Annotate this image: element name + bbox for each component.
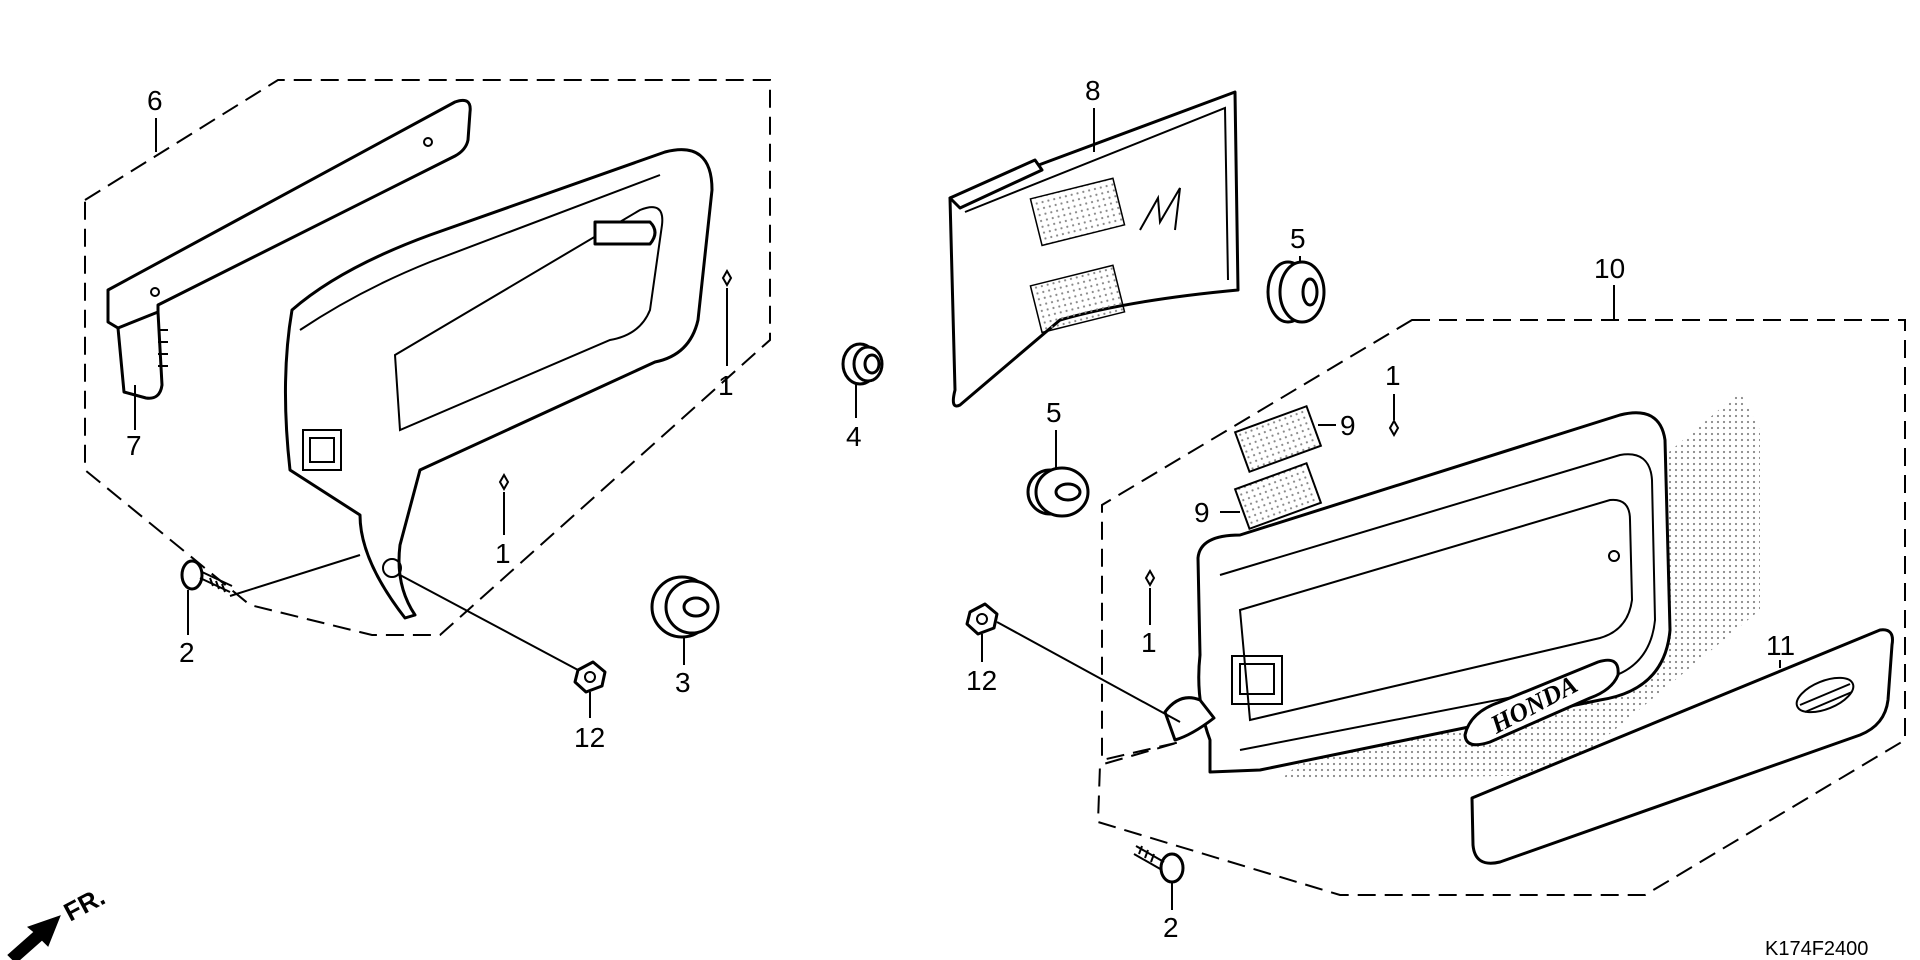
- part-1-clip-left-b: [498, 472, 510, 492]
- callout-1b: 1: [495, 538, 511, 569]
- part-9-pad-lower: [1233, 461, 1323, 531]
- right-cover-reflector-inner: [1239, 663, 1275, 695]
- callout-12a: 12: [574, 722, 605, 753]
- callout-1a: 1: [718, 370, 734, 401]
- callout-11: 11: [1766, 630, 1795, 661]
- front-arrow-icon: [7, 915, 61, 960]
- leader-12a-line: [399, 574, 579, 671]
- callout-12b: 12: [966, 665, 997, 696]
- callout-4: 4: [846, 421, 862, 452]
- part-1-clip-right-b: [1144, 568, 1156, 588]
- part-1-clip-left-a: [721, 268, 733, 288]
- callout-5a: 5: [1290, 223, 1306, 254]
- part-1-clip-right-a: [1388, 418, 1400, 438]
- leader-2a-line: [229, 554, 361, 597]
- part-7-teeth: [158, 329, 168, 367]
- left-cover-opening: [393, 206, 664, 432]
- callout-1c: 1: [1385, 360, 1401, 391]
- part-8-velcro-a: [1029, 177, 1126, 247]
- part-8-wing-mark: [1139, 187, 1181, 231]
- part-12-nut-left: [573, 660, 607, 694]
- callout-7: 7: [126, 430, 142, 461]
- part-5-grommet-lower: [1026, 466, 1090, 518]
- left-side-cover: [283, 148, 714, 620]
- part-5-grommet-upper: [1266, 260, 1326, 324]
- callout-10: 10: [1594, 253, 1625, 284]
- part-8-pouch-inner: [964, 106, 1229, 281]
- callout-2b: 2: [1163, 912, 1179, 943]
- left-assembly: [84, 79, 771, 718]
- part-2-screw-right: [1133, 845, 1185, 884]
- callout-2a: 2: [179, 637, 195, 668]
- callout-3: 3: [675, 667, 691, 698]
- part-7-clip: [116, 310, 164, 400]
- callout-9a: 9: [1340, 410, 1356, 441]
- part-6-hole-top: [423, 137, 433, 147]
- left-cover-mount-hole: [382, 558, 402, 578]
- part-4-grommet: [841, 342, 884, 386]
- part-9-pad-upper: [1233, 404, 1323, 474]
- right-assembly: HONDA: [965, 285, 1906, 910]
- right-cover-mount-tab: [1163, 696, 1216, 742]
- part-8-velcro-b: [1029, 264, 1126, 334]
- left-cover-ridge: [299, 174, 661, 331]
- right-cover-recess: [1238, 498, 1634, 722]
- front-direction-arrow: FR.: [7, 881, 110, 960]
- part-6-hole-bottom: [150, 287, 160, 297]
- part-11-wing-emblem: [1795, 676, 1855, 714]
- part-11-strip: [1470, 628, 1894, 865]
- left-cover-reflector: [302, 429, 342, 471]
- callout-8: 8: [1085, 75, 1101, 106]
- center-parts: [841, 90, 1326, 518]
- callout-1d: 1: [1141, 627, 1157, 658]
- front-direction-label: FR.: [59, 881, 110, 927]
- callout-5b: 5: [1046, 397, 1062, 428]
- left-group-boundary: [84, 79, 771, 636]
- part-2-screw-left: [180, 559, 233, 593]
- part-12-nut-right: [965, 602, 999, 636]
- left-cover-tab: [593, 220, 657, 246]
- right-cover-reflector: [1231, 655, 1283, 705]
- callout-6: 6: [147, 85, 163, 116]
- part-3-grommet: [650, 575, 720, 639]
- right-cover-hole: [1608, 550, 1620, 562]
- part-8-pouch-flap: [948, 158, 1044, 210]
- callout-9b: 9: [1194, 497, 1210, 528]
- left-cover-reflector-inner: [309, 437, 335, 463]
- leader-12b-line: [996, 621, 1181, 723]
- right-group-boundary: [1096, 319, 1906, 896]
- diagram-code: K174F2400: [1765, 938, 1868, 960]
